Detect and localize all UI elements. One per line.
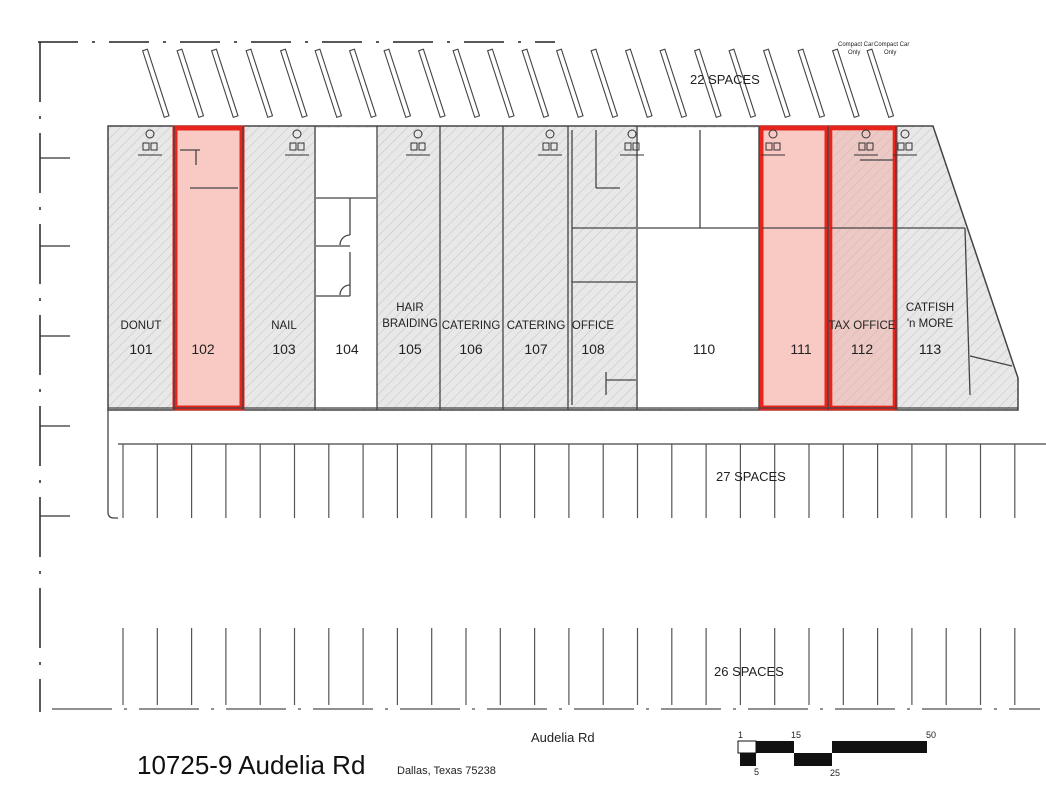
- fixture: [620, 129, 644, 156]
- compact-only-label-2: Only: [884, 50, 896, 56]
- unit-number: 112: [851, 341, 874, 357]
- restroom-fixtures: [138, 129, 917, 156]
- property-address: 10725-9 Audelia Rd: [137, 750, 365, 780]
- unit-112-tint: [832, 130, 893, 406]
- lower-spaces-label: 26 SPACES: [714, 664, 784, 679]
- scale-label-50: 50: [926, 730, 936, 740]
- unit-110-floor: [638, 128, 758, 408]
- unit-number: 108: [581, 341, 605, 357]
- unit-number: 113: [919, 341, 942, 357]
- unit-tenant: CATFISH: [906, 302, 954, 314]
- unit-number: 103: [272, 341, 296, 357]
- rear-stall: [762, 48, 791, 119]
- rear-stall: [176, 48, 205, 119]
- unit-tenant: TAX OFFICE: [829, 320, 896, 332]
- rear-stall: [831, 48, 860, 119]
- lower-parking-stalls: [122, 628, 1016, 705]
- rear-parking-stalls: [141, 48, 895, 119]
- unit-labels: 101 DONUT 102 103 NAIL 104 105 HAIR BRAIDING 106 C…: [121, 302, 955, 357]
- unit-number: 104: [335, 341, 359, 357]
- compact-car-label-2: Compact Car: [874, 42, 909, 48]
- front-parking-stalls: [122, 444, 1016, 518]
- street-label: Audelia Rd: [531, 730, 595, 745]
- unit-tenant: CATERING: [442, 320, 501, 332]
- drive-aisle: [107, 410, 1046, 519]
- scale-label-25: 25: [830, 768, 840, 778]
- unit-tenant: DONUT: [121, 320, 162, 332]
- property-line: [38, 41, 1040, 712]
- unit-number: 111: [790, 341, 811, 357]
- scale-label-15: 15: [791, 730, 801, 740]
- fixture: [761, 129, 785, 156]
- unit-102-highlight: [172, 125, 245, 411]
- rear-stall: [521, 48, 550, 119]
- rear-stall: [590, 48, 619, 119]
- unit-number: 107: [524, 341, 548, 357]
- scale-bar: 1 15 50 5 25: [737, 730, 936, 778]
- property-city: Dallas, Texas 75238: [397, 765, 496, 777]
- compact-only-label-1: Only: [848, 50, 860, 56]
- left-edge-ticks: [40, 157, 70, 517]
- fixture: [138, 129, 162, 156]
- rear-stall: [555, 48, 584, 119]
- unit-number: 110: [693, 341, 716, 357]
- unit-number: 101: [129, 341, 153, 357]
- rear-stall: [452, 48, 481, 119]
- rear-stall: [141, 48, 170, 119]
- unit-number: 105: [398, 341, 422, 357]
- unit-tenant: CATERING: [507, 320, 566, 332]
- unit-tenant-line2: BRAIDING: [382, 318, 438, 330]
- rear-stall: [624, 48, 653, 119]
- rear-spaces-label: 22 SPACES: [690, 72, 760, 87]
- rear-stall: [383, 48, 412, 119]
- unit-tenant: NAIL: [271, 320, 297, 332]
- unit-tenant: HAIR: [396, 302, 423, 314]
- scale-label-5: 5: [754, 767, 759, 777]
- unit-tenant: OFFICE: [572, 320, 614, 332]
- rear-stall: [210, 48, 239, 119]
- fixture: [406, 129, 430, 156]
- rear-stall: [245, 48, 274, 119]
- building: [107, 125, 1019, 411]
- unit-number: 102: [191, 341, 215, 357]
- rear-stall: [279, 48, 308, 119]
- rear-stall: [797, 48, 826, 119]
- unit-number: 106: [459, 341, 483, 357]
- fixture: [893, 129, 917, 156]
- rear-stall: [348, 48, 377, 119]
- fixture: [285, 129, 309, 156]
- fixture: [538, 129, 562, 156]
- scale-label-1: 1: [738, 730, 743, 740]
- rear-stall: [659, 48, 688, 119]
- unit-104-floor: [316, 128, 377, 408]
- front-spaces-label: 27 SPACES: [716, 469, 786, 484]
- rear-stall: [486, 48, 515, 119]
- rear-stall: [866, 48, 895, 119]
- fixture: [854, 129, 878, 156]
- rear-stall: [728, 48, 757, 119]
- rear-stall: [314, 48, 343, 119]
- unit-112-highlight: [827, 125, 898, 411]
- unit-111-highlight: [758, 125, 830, 411]
- interior-partitions: [180, 130, 1013, 405]
- demising-walls: [173, 126, 897, 410]
- unit-tenant-line2: 'n MORE: [907, 318, 954, 330]
- rear-stall: [417, 48, 446, 119]
- compact-car-label-1: Compact Car: [838, 42, 873, 48]
- rear-stall: [693, 48, 722, 119]
